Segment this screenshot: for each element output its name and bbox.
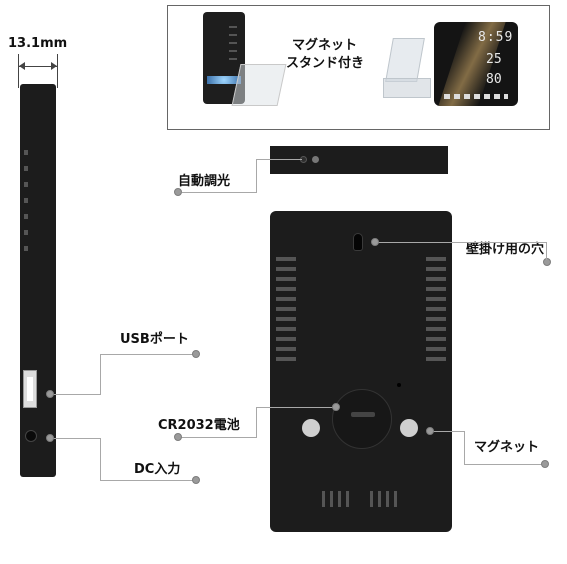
usb-port-graphic (23, 370, 37, 408)
dimension-arrow-line (19, 66, 57, 67)
wall-hook-label: 壁掛け用の穴 (466, 242, 545, 257)
magnet-dot-inner (426, 427, 434, 435)
wall-hook-dot-inner (371, 238, 379, 246)
magnet-pad-right-graphic (400, 419, 418, 437)
usb-port-dot-inner (46, 390, 54, 398)
magnet-dot-outer (541, 460, 549, 468)
device-top-edge-view (270, 146, 448, 174)
dc-input-label: DC入力 (134, 462, 181, 477)
wall-hook-dot-outer (543, 258, 551, 266)
dc-input-jack-graphic (25, 430, 37, 442)
inset-clock-time: 8:59 (478, 30, 514, 45)
battery-dot-outer (174, 433, 182, 441)
inset-clock-humidity: 80 (486, 72, 502, 87)
auto-dimming-label: 自動調光 (178, 174, 231, 189)
dc-input-dot-outer (192, 476, 200, 484)
dimension-tick-left (18, 54, 19, 88)
magnet-pad-left-graphic (302, 419, 320, 437)
magnet-label: マグネット (474, 440, 540, 455)
battery-label: CR2032電池 (158, 418, 240, 433)
dc-input-dot-inner (46, 434, 54, 442)
inset-clock-temp: 25 (486, 52, 502, 67)
inset-caption-line2: スタンド付き (286, 56, 365, 71)
device-back-view (270, 211, 452, 532)
usb-port-dot-outer (192, 350, 200, 358)
inset-stand-small-image (231, 64, 287, 106)
dimension-tick-right (57, 54, 58, 88)
battery-dot-inner (332, 403, 340, 411)
thickness-dimension-label: 13.1mm (8, 36, 68, 51)
inset-stand-large-image (381, 38, 431, 100)
inset-clock-side-image (203, 12, 245, 104)
inset-caption-line1: マグネット (292, 38, 358, 53)
wall-hook-hole-graphic (353, 233, 363, 251)
feature-inset-frame: マグネット スタンド付き 8:59 25 80 (167, 5, 550, 130)
battery-cover-graphic (332, 389, 392, 449)
usb-port-label: USBポート (120, 332, 189, 347)
device-side-view (20, 84, 56, 477)
inset-clock-front-image: 8:59 25 80 (434, 22, 518, 106)
auto-dimming-dot (174, 188, 182, 196)
